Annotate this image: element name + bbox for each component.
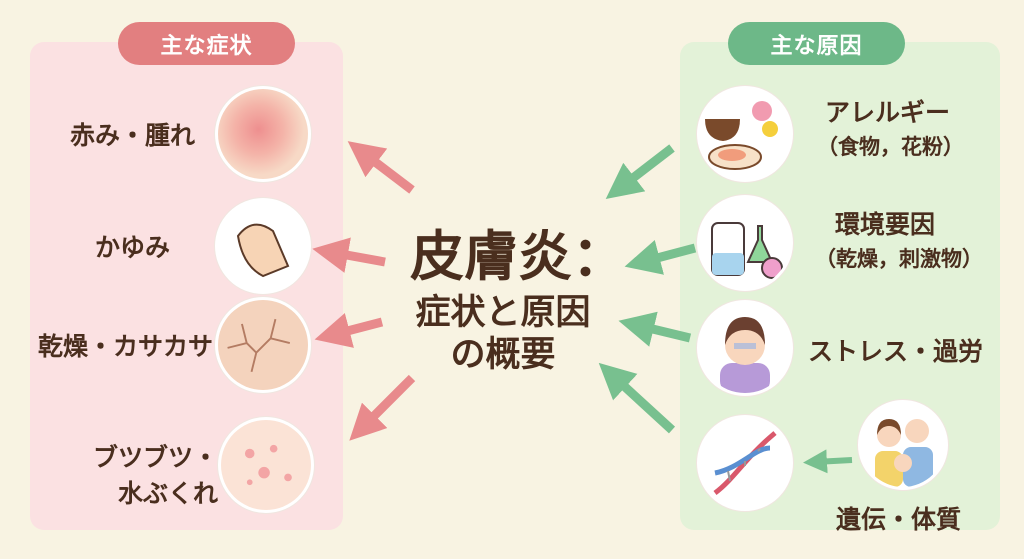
cause-allergy-label: アレルギー [825,98,951,127]
blisters-label-line2: 水ぶくれ [118,479,219,508]
cause-environment-label: 環境要因 [835,210,936,239]
arrow-from-stress [618,311,692,347]
cause-genetics-label: 遺伝・体質 [836,505,962,534]
stressed-person-icon [697,300,793,396]
symptoms-header: 主な症状 [118,22,295,65]
main-title: 皮膚炎： [410,225,626,288]
symptom-blisters-label: ブツブツ・ 水ぶくれ [93,440,218,512]
cause-stress-label: ストレス・過労 [808,337,984,366]
arrow-to-redness [347,141,415,194]
arrow-to-dryness [314,313,384,348]
symptom-dryness-label: 乾燥・カサカサ [38,332,214,361]
subtitle: 症状と原因 の概要 [398,292,608,376]
arrow-to-blisters [349,374,416,441]
humidifier-chemicals-icon [697,195,793,291]
arrow-to-itch [312,237,386,273]
blisters-icon [218,417,314,513]
food-pollen-icon [697,86,793,182]
subtitle-line2: の概要 [450,335,556,375]
cause-environment: 環境要因 （乾燥，刺激物） [815,208,983,276]
arrow-from-genetics [598,362,676,434]
cause-environment-detail: （乾燥，刺激物） [815,247,983,271]
family-icon [858,400,948,490]
symptom-redness-label: 赤み・腫れ [70,121,196,150]
cracked-skin-icon [215,297,311,393]
cause-allergy: アレルギー （食物，花粉） [817,96,964,164]
cause-allergy-detail: （食物，花粉） [817,135,964,159]
rash-skin-icon [215,86,311,182]
symptom-itch-label: かゆみ [95,233,171,262]
arrow-family-to-dna [803,449,853,474]
scratching-hand-icon [215,198,311,294]
dna-icon [697,415,793,511]
arrow-from-environment [624,239,697,275]
subtitle-line1: 症状と原因 [415,293,591,333]
causes-header: 主な原因 [728,22,905,65]
arrow-from-allergy [605,144,675,199]
blisters-label-line1: ブツブツ・ [93,443,219,472]
